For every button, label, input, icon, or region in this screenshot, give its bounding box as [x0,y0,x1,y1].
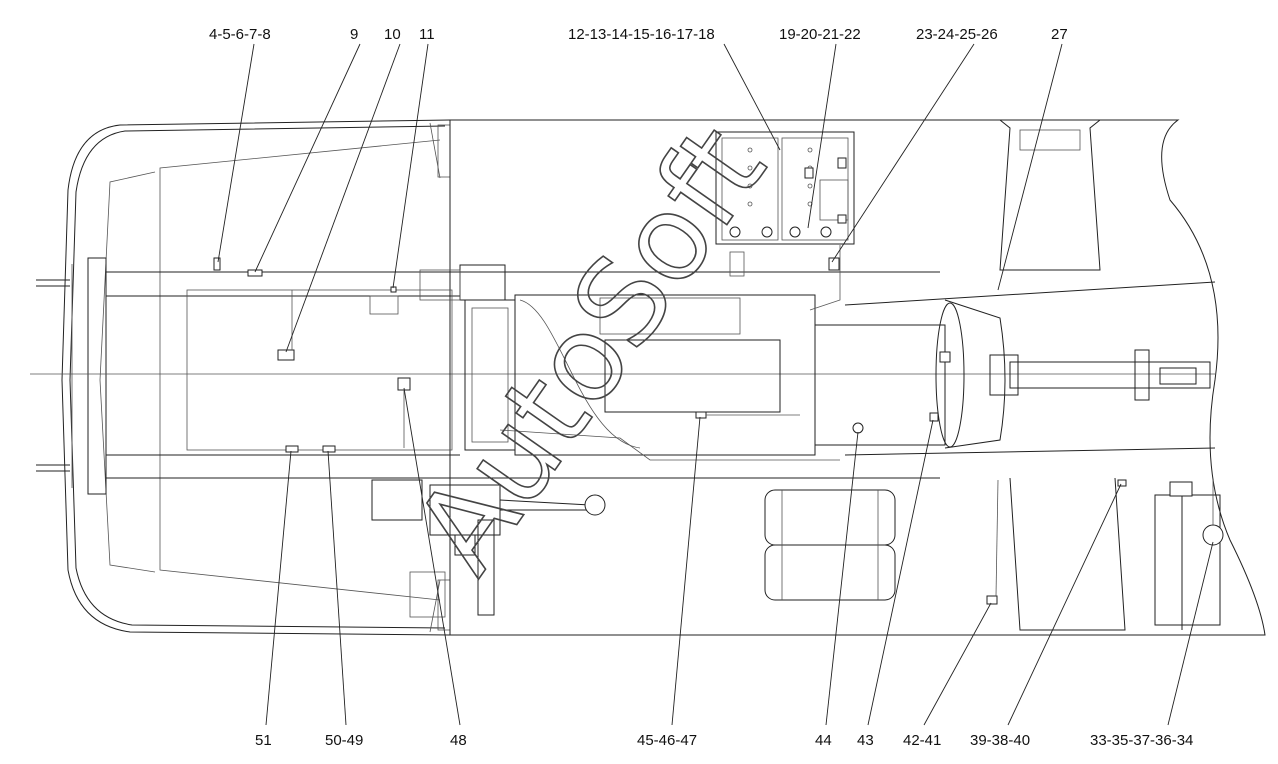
callout-48: 48 [450,732,467,749]
callout-10: 10 [384,26,401,43]
crossmember-top [999,119,1101,271]
watermark-text: AutoSoft [388,102,792,596]
callouts-top: 4-5-6-7-8 9 10 11 12-13-14-15-16-17-18 1… [209,26,1068,43]
callout-50-49: 50-49 [325,732,363,749]
callout-39-38-40: 39-38-40 [970,732,1030,749]
callout-11: 11 [419,26,435,43]
callout-19-22: 19-20-21-22 [779,26,861,43]
steering-gear [371,479,606,618]
callout-23-26: 23-24-25-26 [916,26,998,43]
cab-outline [61,119,451,636]
callout-12-18: 12-13-14-15-16-17-18 [568,26,715,43]
callout-4-5-6-7-8: 4-5-6-7-8 [209,26,271,43]
callout-43: 43 [857,732,874,749]
engine-block [419,264,1006,461]
callout-42-41: 42-41 [903,732,941,749]
wiring-harness [291,245,1214,597]
callout-45-46-47: 45-46-47 [637,732,697,749]
callout-44: 44 [815,732,832,749]
callout-9: 9 [350,26,358,43]
underbody-panel [186,289,453,451]
callout-33-35-37-36-34: 33-35-37-36-34 [1090,732,1193,749]
leader-lines [217,43,1214,726]
crossmember-bottom [1009,477,1224,631]
fuel-tanks [764,489,896,601]
battery-box [715,131,855,277]
body-outline [449,119,1266,636]
callout-51: 51 [255,732,272,749]
callouts-bottom: 51 50-49 48 45-46-47 44 43 42-41 39-38-4… [255,732,1193,749]
driveshaft [989,349,1211,401]
callout-27: 27 [1051,26,1068,43]
front-bumper [36,257,107,495]
connectors [213,157,1193,605]
small-bracket [369,295,399,315]
